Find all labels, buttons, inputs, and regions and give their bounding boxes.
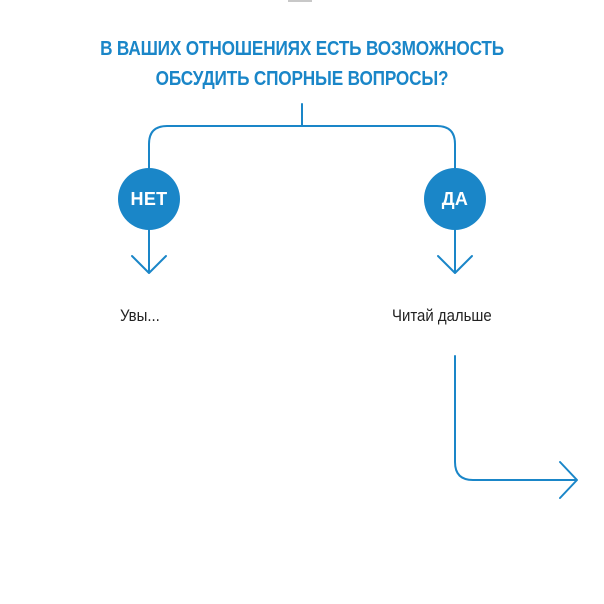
no-label: НЕТ	[130, 188, 168, 209]
cropped-header-mark	[288, 0, 312, 2]
continue-arrow-head	[559, 461, 578, 499]
no-arrow-head	[131, 255, 167, 274]
branch-bracket-line	[148, 125, 456, 169]
question-line-1: В ВАШИХ ОТНОШЕНИЯХ ЕСТЬ ВОЗМОЖНОСТЬ	[100, 38, 504, 60]
yes-circle: ДА	[424, 168, 486, 230]
no-result-text: Увы...	[120, 306, 160, 325]
yes-result-text: Читай дальше	[392, 306, 492, 325]
continue-line	[454, 355, 577, 481]
question-line-2: ОБСУДИТЬ СПОРНЫЕ ВОПРОСЫ?	[155, 68, 449, 90]
no-circle: НЕТ	[118, 168, 180, 230]
question-title: В ВАШИХ ОТНОШЕНИЯХ ЕСТЬ ВОЗМОЖНОСТЬ ОБСУ…	[77, 34, 528, 94]
yes-label: ДА	[441, 188, 469, 209]
yes-arrow-head	[437, 255, 473, 274]
